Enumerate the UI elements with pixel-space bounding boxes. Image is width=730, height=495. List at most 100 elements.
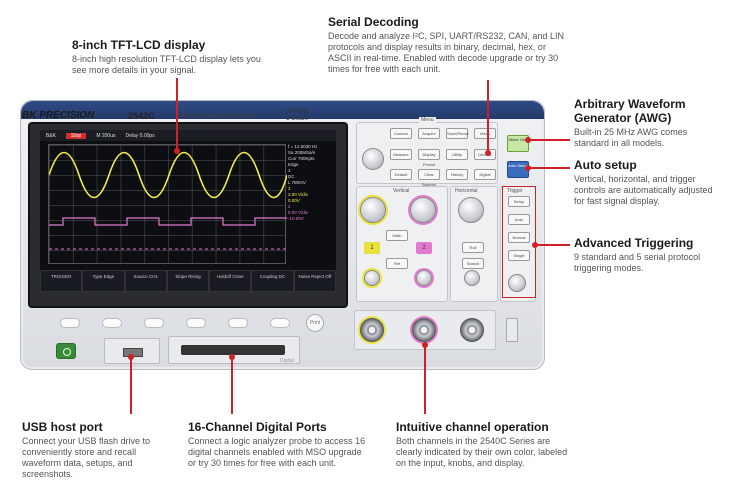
callout-usb: USB host port Connect your USB flash dri… [22, 420, 170, 480]
side-line: Edge [288, 162, 299, 167]
ch1-input-connector[interactable] [360, 318, 384, 342]
run-status-badge: Stop [66, 132, 87, 139]
callout-title: Arbitrary Waveform Generator (AWG) [574, 97, 686, 125]
softkey-label: Type Edge [82, 270, 125, 292]
leader-line-digital [231, 358, 233, 414]
trigger-normal-button[interactable]: Normal [508, 232, 530, 243]
model-subtitle: Digital Storage Oscilloscope [180, 113, 256, 119]
callout-text: Connect a logic analyzer probe to access… [188, 436, 366, 468]
acquire-button[interactable]: Acquire [418, 128, 440, 139]
ch1-button[interactable]: 1 [364, 242, 380, 254]
leader-dot-serial [485, 150, 491, 156]
leader-line-display [176, 78, 178, 150]
utility-button[interactable]: Utility [446, 149, 468, 160]
vertical-panel-label: Vertical [393, 188, 410, 194]
leader-line-triggering [537, 244, 570, 246]
ext-trigger-connector[interactable] [460, 318, 484, 342]
ref-button[interactable]: Ref [386, 258, 408, 269]
side-line: L 780mV [288, 180, 306, 185]
model-number: 2542C [128, 111, 155, 121]
callout-text: Connect your USB flash drive to convenie… [22, 436, 151, 479]
digital-port-label: Digital [280, 358, 294, 364]
side-line: f = 12.5030 Hz [288, 144, 318, 149]
probe-comp-terminals [506, 318, 518, 342]
screen-mode: B&K [46, 132, 57, 139]
horizontal-scale-knob[interactable] [458, 197, 484, 223]
menu-knob[interactable] [362, 148, 384, 170]
menu-panel-label: Menu [419, 117, 436, 123]
side-line: DC [288, 174, 295, 179]
ch2-input-connector[interactable] [412, 318, 436, 342]
side-line: 5.00 V/div [288, 210, 309, 215]
trigger-single-button[interactable]: Single [508, 250, 530, 261]
power-button[interactable] [56, 343, 76, 359]
leader-line-awg [530, 139, 570, 141]
digital-button[interactable]: Digital [474, 169, 496, 180]
side-line: 1 [288, 168, 291, 173]
horizontal-position-knob[interactable] [464, 270, 480, 286]
callout-text: Decode and analyze I²C, SPI, UART/RS232,… [328, 31, 564, 74]
leader-dot-channel [422, 342, 428, 348]
ch2-position-knob[interactable] [416, 270, 432, 286]
callout-text: 8-inch high resolution TFT-LCD display l… [72, 54, 261, 75]
softkey-button[interactable] [186, 318, 206, 328]
save-recall-button[interactable]: Save/Recall [446, 128, 468, 139]
leader-line-serial [487, 80, 489, 152]
softkey-button[interactable] [144, 318, 164, 328]
wave-gen-button[interactable]: Wave Gen [507, 135, 529, 152]
leader-dot-awg [525, 137, 531, 143]
ch2-square-wave [49, 217, 287, 226]
math-button[interactable]: Math [386, 230, 408, 241]
trigger-level-knob[interactable] [508, 274, 526, 292]
callout-serial: Serial Decoding Decode and analyze I²C, … [328, 15, 568, 75]
leader-dot-display [174, 148, 180, 154]
callout-title: Intuitive channel operation [396, 420, 549, 434]
trigger-panel-label: Trigger [507, 188, 523, 194]
callout-display: 8-inch TFT-LCD display 8-inch high resol… [72, 38, 272, 76]
trigger-setup-button[interactable]: Setup [508, 196, 530, 207]
ch2-scale-knob[interactable] [410, 197, 436, 223]
digital-port[interactable] [168, 336, 300, 364]
ch1-position-knob[interactable] [364, 270, 380, 286]
callout-text: 9 standard and 5 serial protocol trigger… [574, 252, 701, 273]
clear-sweeps-button[interactable]: Clear Sweeps [418, 169, 440, 187]
callout-triggering: Advanced Triggering 9 standard and 5 ser… [574, 236, 724, 274]
display-button[interactable]: Display Persist [418, 149, 440, 167]
callout-title: Advanced Triggering [574, 236, 694, 250]
callout-text: Both channels in the 2540C Series are cl… [396, 436, 568, 468]
softkey-label: Coupling DC [251, 270, 294, 292]
usb-host-port[interactable] [104, 338, 160, 364]
softkey-button[interactable] [60, 318, 80, 328]
ch1-scale-knob[interactable] [360, 197, 386, 223]
softkey-button[interactable] [102, 318, 122, 328]
callout-title: Serial Decoding [328, 15, 419, 29]
roll-button[interactable]: Roll [462, 242, 484, 253]
measure-button[interactable]: Measure [390, 149, 412, 160]
screen-side-readout: f = 12.5030 Hz Sa 200MSa/s Curr 700Kpts … [288, 144, 334, 222]
cursors-button[interactable]: Cursors [390, 128, 412, 139]
callout-channel: Intuitive channel operation Both channel… [396, 420, 576, 469]
softkey-label: TRIGGER [40, 270, 83, 292]
history-button[interactable]: History [446, 169, 468, 180]
trigger-auto-button[interactable]: Auto [508, 214, 530, 225]
default-button[interactable]: Default [390, 169, 412, 180]
horizontal-panel-label: Horizontal [455, 188, 478, 194]
callout-title: 8-inch TFT-LCD display [72, 38, 206, 52]
ch2-button[interactable]: 2 [416, 242, 432, 254]
softkey-menu: TRIGGER Type Edge Source CH1 Slope Risin… [40, 270, 336, 292]
softkey-button[interactable] [228, 318, 248, 328]
bandwidth-label: 100 MHz 1 GSa/s [285, 109, 309, 123]
meas-button[interactable]: Meas [474, 128, 496, 139]
side-line: Sa 200MSa/s [288, 150, 316, 155]
callout-text: Built-in 25 MHz AWG comes standard in al… [574, 127, 688, 148]
leader-dot-triggering [532, 242, 538, 248]
side-line: Curr 700Kpts [288, 156, 315, 161]
search-button[interactable]: Search [462, 258, 484, 269]
print-button[interactable]: Print [306, 314, 324, 332]
softkey-label: Source CH1 [124, 270, 167, 292]
callout-digital: 16-Channel Digital Ports Connect a logic… [188, 420, 368, 469]
softkey-button[interactable] [270, 318, 290, 328]
leader-line-channel [424, 346, 426, 414]
leader-line-autosetup [530, 167, 570, 169]
brand-logo: BK PRECISION [22, 110, 95, 121]
